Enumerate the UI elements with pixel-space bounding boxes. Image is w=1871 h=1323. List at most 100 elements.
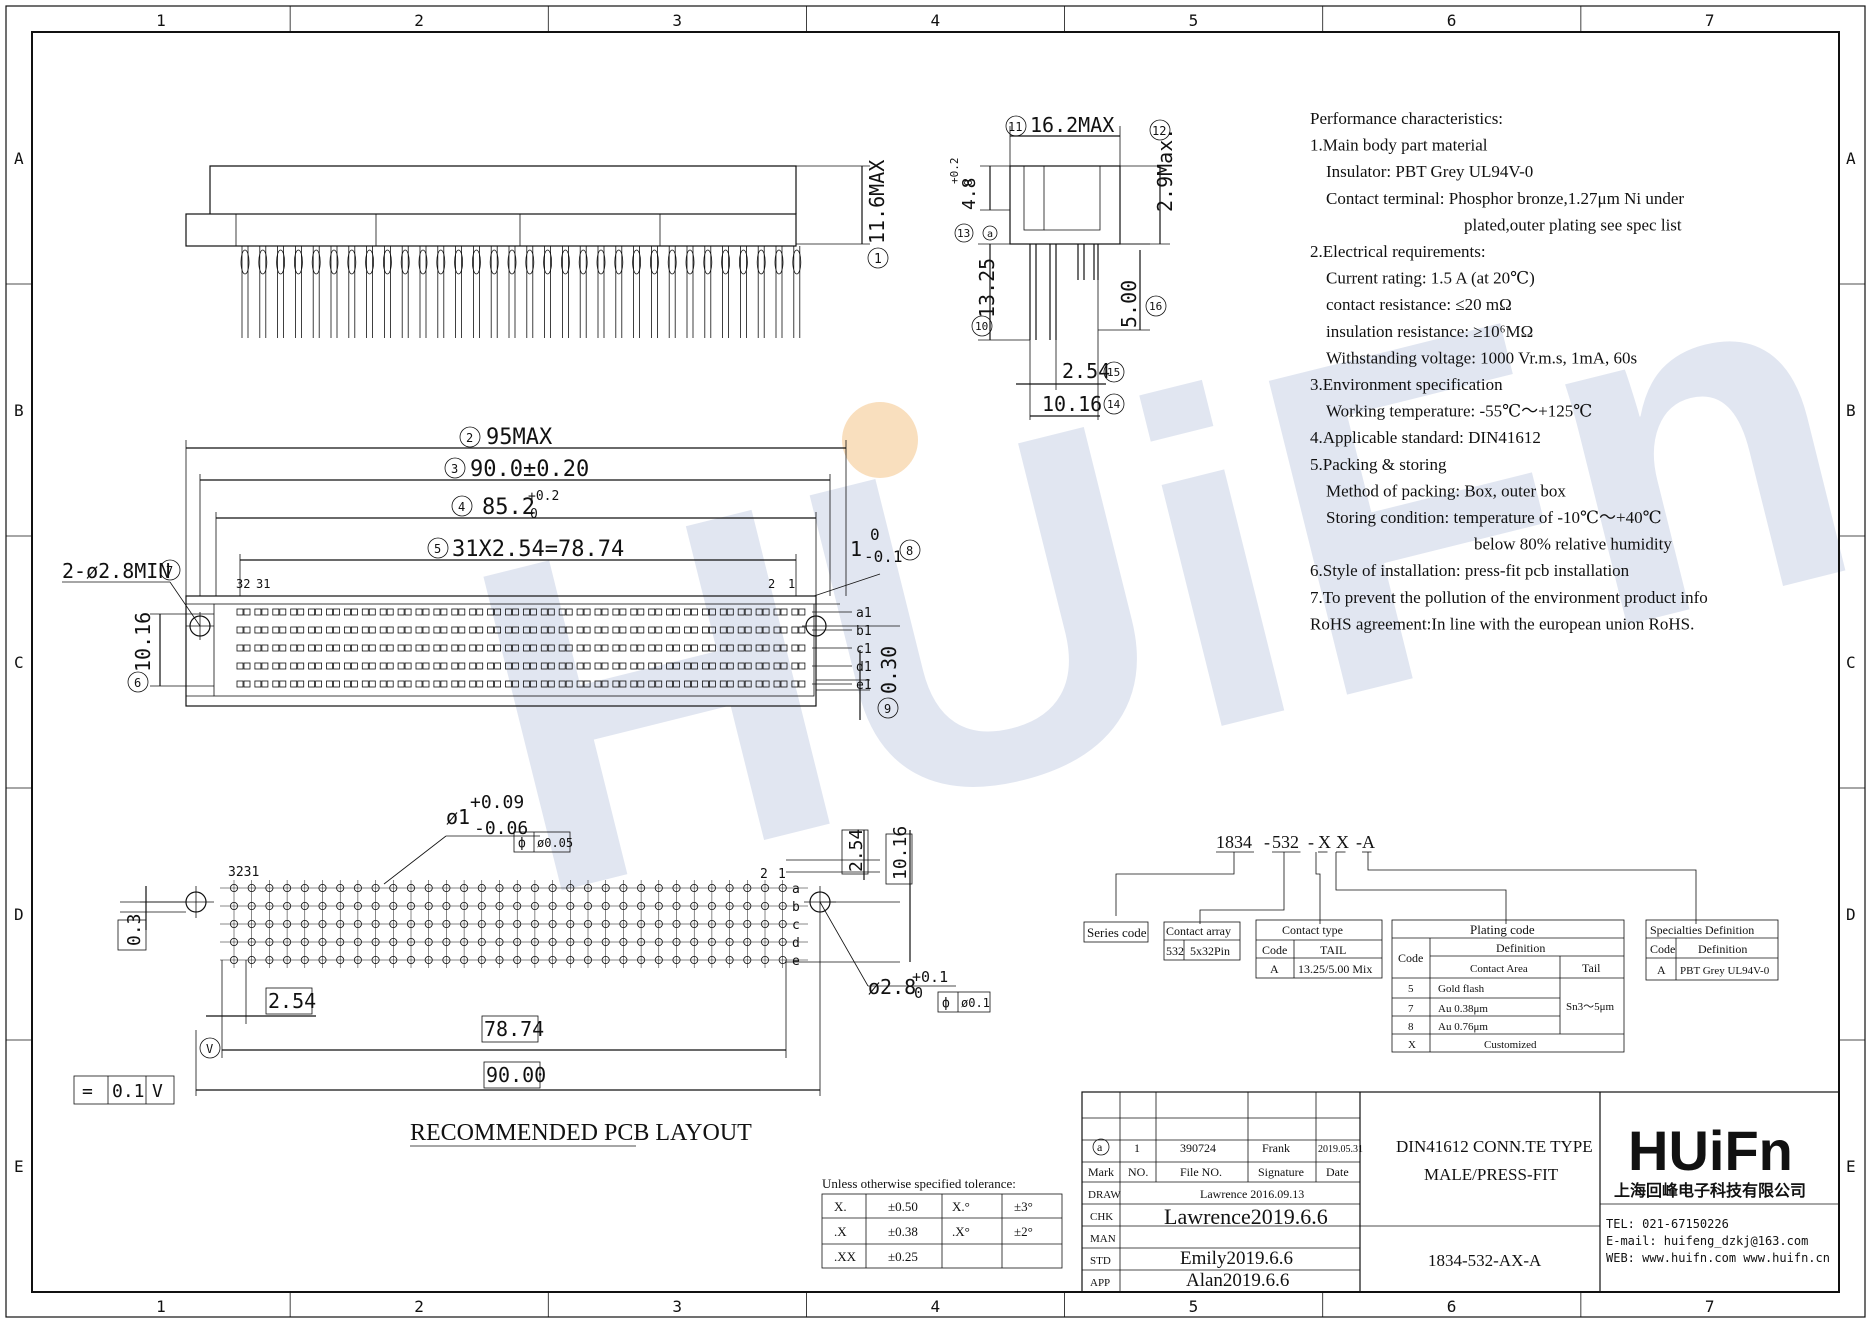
front-pin [297,644,305,652]
dim8-label: 1 [850,537,862,561]
front-pin [236,680,244,688]
front-pin [505,662,512,670]
tolerance-cell: .X [834,1224,847,1239]
front-pin [326,662,333,670]
front-pin [791,608,799,616]
front-pin [565,680,573,688]
front-pin [308,680,316,688]
front-pin [458,626,466,634]
front-pin [451,608,459,616]
side-pin-eye [400,249,410,275]
front-pin [440,608,448,616]
front-pin [719,608,727,616]
front-pin [709,608,716,616]
front-pin [691,644,698,652]
side-pin [366,246,373,338]
front-pin [540,644,548,652]
hdr-mark: Mark [1088,1165,1114,1179]
front-pin [476,662,484,670]
front-pin [666,626,673,634]
front-pin [333,644,340,652]
front-pin [397,662,405,670]
pcb-pin-label-2: 2 [760,867,768,882]
end-top-num: 12 [1152,124,1166,138]
front-pin [433,626,441,634]
front-pin [773,626,781,634]
pcb-big-pos-sym: ф [942,996,950,1011]
front-pin [433,662,441,670]
frame-col-1-bottom: 1 [156,1297,166,1316]
pcb-caption: RECOMMENDED PCB LAYOUT [410,1120,752,1146]
front-pin [261,662,269,670]
side-pin [740,246,747,338]
front-pin [648,608,656,616]
front-pin [279,680,287,688]
front-pin [415,626,423,634]
spec-line: Contact terminal: Phosphor bronze,1.27μm… [1326,189,1684,208]
front-gap-num: 9 [884,702,891,716]
pcb-big-hole-tol-up: +0.1 [912,968,948,986]
front-pin [343,644,351,652]
front-row-label-d1: d1 [856,660,872,675]
front-pin [415,662,423,670]
dim5-num: 5 [434,542,441,556]
front-pin [630,662,638,670]
frame-row-D-left: D [14,905,24,924]
front-pin [762,662,770,670]
side-pin-eye [471,249,481,275]
spec-line: 3.Environment specification [1310,375,1503,394]
front-pin [236,626,244,634]
plating-col-tail: Tail [1582,961,1601,975]
pcb-hole-grid [220,880,808,968]
front-pin [272,644,280,652]
side-pin [259,246,267,338]
front-pin [666,662,673,670]
front-pin [780,662,788,670]
side-pin-eye [293,249,303,275]
front-pin [422,626,430,634]
end-tail-num: 10 [975,320,988,333]
front-pin [691,608,698,616]
side-pin [241,246,249,338]
watermark-text: HUiFn [428,151,1871,995]
side-pin [793,246,801,338]
spec-line: Performance characteristics: [1310,109,1503,128]
front-pin [612,644,620,652]
front-gap-label: 0.30 [877,646,901,694]
front-pin [530,644,537,652]
specialties-col1: Code [1650,942,1675,956]
front-pin [737,662,745,670]
front-pin [673,662,680,670]
front-pin [368,644,376,652]
company-logo: HUiFn [1628,1119,1793,1182]
front-pin [308,662,316,670]
specialties-title: Specialties Definition [1650,923,1754,937]
front-pin [773,680,781,688]
tolerance-cell: ±3° [1014,1199,1033,1214]
front-pin [451,680,459,688]
front-pin [290,680,298,688]
spec-line: 7.To prevent the pollution of the enviro… [1310,588,1708,607]
pcb-hole-pos-sym: ф [518,836,526,851]
front-pin [440,626,448,634]
frame-col-6-bottom: 6 [1447,1297,1457,1316]
front-pin [576,662,584,670]
front-pin [773,608,781,616]
front-pin [433,644,441,652]
hdr-no: NO. [1128,1165,1148,1179]
front-pin [719,680,727,688]
front-pin [637,626,645,634]
front-pin [702,662,709,670]
front-pin [440,644,448,652]
spec-line: Method of packing: Box, outer box [1326,481,1566,500]
frame-col-3-top: 3 [672,11,682,30]
spec-line: insulation resistance: ≥10⁶MΩ [1326,322,1533,341]
front-pin [386,626,394,634]
front-pin [619,662,627,670]
front-pin [612,626,620,634]
drawing-number: 1834-532-AX-A [1428,1251,1542,1270]
contact-type-title: Contact type [1282,923,1343,937]
front-pin [308,626,316,634]
front-pin [798,662,806,670]
